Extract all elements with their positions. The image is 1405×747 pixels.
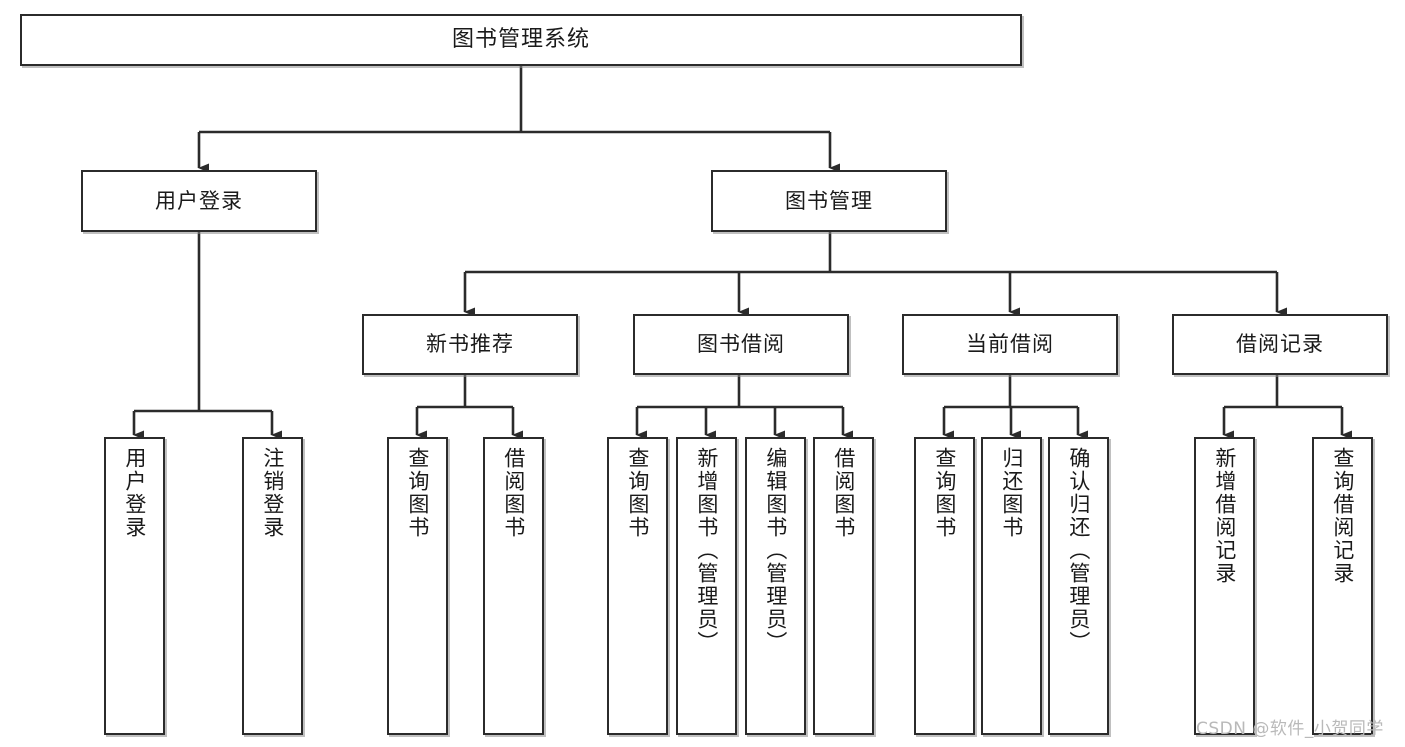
node-label: 当前借阅 xyxy=(966,332,1054,357)
node-label: 查询图书 xyxy=(932,447,957,539)
node-label: 新增借阅记录 xyxy=(1212,447,1237,585)
node-label: 借阅图书 xyxy=(501,447,526,539)
node-leaf-new-book-borrow[interactable]: 借阅图书 xyxy=(483,437,544,735)
node-leaf-new-book-query[interactable]: 查询图书 xyxy=(387,437,448,735)
node-label: 用户登录 xyxy=(122,447,147,539)
node-label: 图书借阅 xyxy=(697,332,785,357)
node-new-book-recommend[interactable]: 新书推荐 xyxy=(362,314,578,375)
node-leaf-borrow-record-query[interactable]: 查询借阅记录 xyxy=(1312,437,1373,735)
node-leaf-user-login-login[interactable]: 用户登录 xyxy=(104,437,165,735)
node-leaf-book-borrow-edit[interactable]: 编辑图书（管理员） xyxy=(745,437,806,735)
node-label: 新书推荐 xyxy=(426,332,514,357)
node-book-borrow[interactable]: 图书借阅 xyxy=(633,314,849,375)
node-leaf-book-borrow-query[interactable]: 查询图书 xyxy=(607,437,668,735)
node-label: 查询图书 xyxy=(405,447,430,539)
node-label: 编辑图书（管理员） xyxy=(763,447,788,654)
node-borrow-record[interactable]: 借阅记录 xyxy=(1172,314,1388,375)
node-label: 图书管理系统 xyxy=(451,27,590,53)
node-current-borrow[interactable]: 当前借阅 xyxy=(902,314,1118,375)
node-leaf-book-borrow-borrow[interactable]: 借阅图书 xyxy=(813,437,874,735)
node-leaf-borrow-record-add[interactable]: 新增借阅记录 xyxy=(1194,437,1255,735)
node-label: 借阅图书 xyxy=(831,447,856,539)
node-leaf-current-borrow-return[interactable]: 归还图书 xyxy=(981,437,1042,735)
node-leaf-book-borrow-add[interactable]: 新增图书（管理员） xyxy=(676,437,737,735)
node-leaf-current-borrow-query[interactable]: 查询图书 xyxy=(914,437,975,735)
node-book-management[interactable]: 图书管理 xyxy=(711,170,947,232)
node-user-login[interactable]: 用户登录 xyxy=(81,170,317,232)
node-label: 新增图书（管理员） xyxy=(694,447,719,654)
node-label: 查询借阅记录 xyxy=(1330,447,1355,585)
node-label: 用户登录 xyxy=(155,188,243,213)
node-label: 借阅记录 xyxy=(1236,332,1324,357)
node-leaf-current-borrow-confirm[interactable]: 确认归还（管理员） xyxy=(1048,437,1109,735)
node-label: 注销登录 xyxy=(260,447,285,539)
watermark-text: CSDN @软件_小贺同学 xyxy=(1196,719,1384,739)
node-label: 查询图书 xyxy=(625,447,650,539)
node-root-system[interactable]: 图书管理系统 xyxy=(20,14,1022,66)
node-label: 图书管理 xyxy=(785,188,873,213)
node-label: 确认归还（管理员） xyxy=(1066,447,1091,654)
node-leaf-user-login-logout[interactable]: 注销登录 xyxy=(242,437,303,735)
node-label: 归还图书 xyxy=(999,447,1024,539)
